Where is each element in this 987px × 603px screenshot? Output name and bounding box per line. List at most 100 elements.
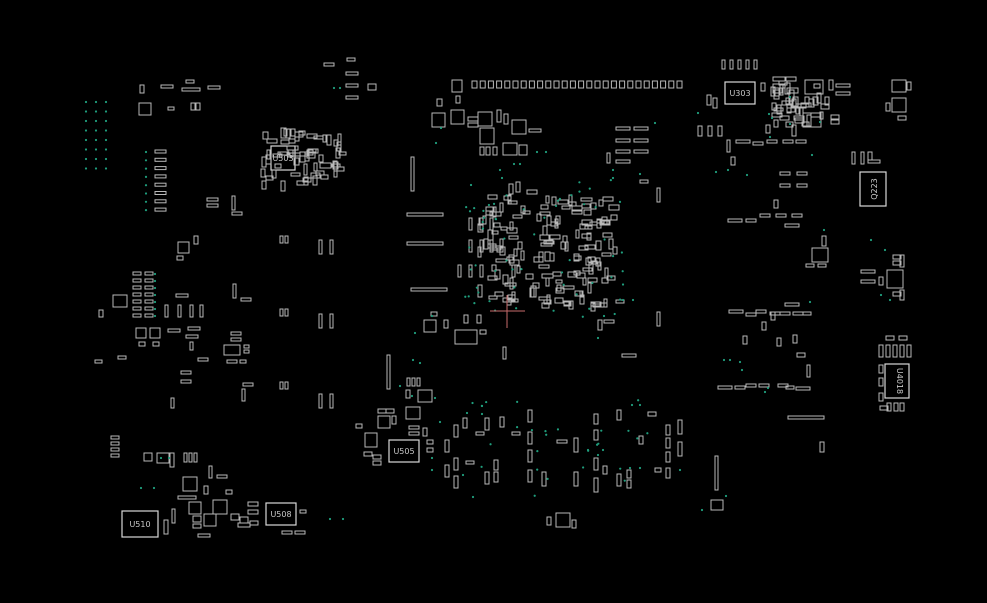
smd-pad [132,271,142,276]
component-u505[interactable]: U505 [388,439,420,463]
smd-pad [867,151,873,161]
via [879,293,883,297]
smd-pad [242,382,254,387]
smd-pad [792,311,804,316]
via [84,110,88,113]
smd-pad [318,393,323,409]
smd-pad [545,277,550,287]
via-field [84,86,892,521]
component-u303[interactable]: U303 [724,81,756,105]
smd-pad [573,437,579,453]
via [84,138,88,142]
smd-pad [177,495,197,500]
component-u508[interactable]: U508 [265,502,297,526]
via [438,420,442,424]
via [153,314,157,318]
smd-pad [782,139,794,144]
smd-pad [563,300,572,307]
smd-pad [555,279,563,284]
smd-pad [160,84,174,89]
smd-pad [479,217,484,231]
component-u4018[interactable]: U4018 [884,363,910,399]
smd-pad [156,452,170,464]
via [104,110,108,113]
smd-pad [891,79,907,93]
via [627,429,630,432]
smd-pad [526,189,538,195]
smd-pad [512,80,519,89]
via [763,390,767,394]
smd-pad [527,409,533,423]
via [153,286,157,290]
via [152,486,156,490]
smd-pad [538,264,550,269]
via [554,204,558,208]
via [153,272,157,276]
smd-pad [483,238,489,250]
via [568,259,571,262]
smd-pad [132,306,142,311]
via [144,167,148,170]
smd-pad [604,267,609,279]
smd-pad [573,253,580,262]
smd-pad [152,341,160,347]
smd-pad [511,291,516,302]
smd-pad [898,335,908,341]
via [610,276,613,279]
smd-pad [206,203,219,208]
smd-pad [772,76,786,82]
via [341,517,345,521]
smd-pad [132,278,142,283]
via [724,494,728,498]
smd-pad [581,233,592,239]
smd-pad [587,277,598,283]
smd-pad [405,389,411,399]
smd-pad [167,106,175,111]
via [536,468,539,471]
smd-pad [203,513,217,527]
via [475,286,478,289]
smd-pad [294,131,304,138]
via [505,259,508,262]
smd-pad [181,87,201,92]
smd-pad [616,473,622,487]
via [492,202,496,205]
component-q223[interactable]: Q223 [859,171,887,207]
via [623,479,626,482]
via [471,401,474,405]
via [461,473,465,477]
smd-pad [785,121,794,128]
smd-pad [226,359,238,364]
smd-pad [816,92,822,104]
smd-pad [182,476,198,492]
via [618,200,622,203]
smd-pad [626,479,632,489]
via [104,157,108,161]
via [621,298,625,302]
smd-pad [363,451,373,457]
smd-pad [302,177,312,183]
label-u505: U505 [393,447,414,456]
smd-pad [728,309,744,314]
smd-pad [717,125,723,137]
smd-pad [578,80,585,89]
smd-pad [546,516,552,526]
smd-pad [230,331,242,336]
smd-pad [615,159,631,164]
smd-pad [593,477,599,493]
smd-pad [333,139,339,147]
smd-pad [781,100,790,106]
smd-pad [132,292,142,297]
via [480,412,484,416]
smd-pad [824,96,830,106]
via [562,283,565,286]
smd-pad [318,313,323,329]
smd-pad [503,195,512,201]
smd-pad [462,417,468,429]
smd-pad [272,153,283,158]
smd-pad [578,245,589,251]
smd-pad [243,349,250,354]
component-u510[interactable]: U510 [121,510,159,538]
smd-pad [552,271,562,277]
